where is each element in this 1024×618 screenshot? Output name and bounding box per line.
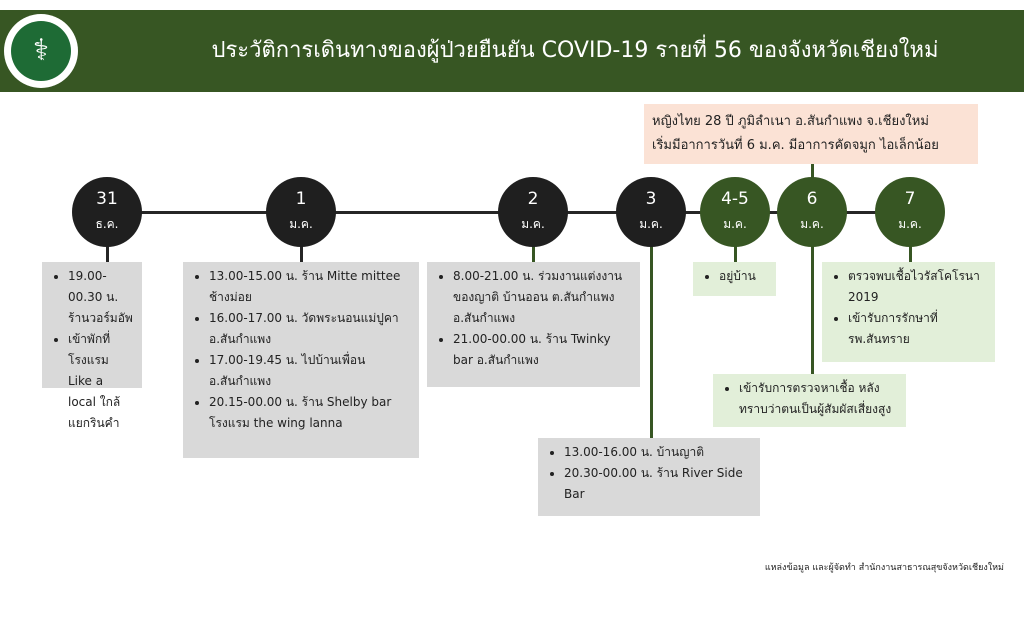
date-month: ม.ค. <box>639 217 663 231</box>
info-connector <box>811 164 814 179</box>
events-2-jan: 8.00-21.00 น. ร่วมงานแต่งงานของญาติ บ้าน… <box>427 262 640 387</box>
date-day: 1 <box>295 189 307 209</box>
event-item: 21.00-00.00 น. ร้าน Twinky bar อ.สันกำแพ… <box>453 329 632 371</box>
date-month: ม.ค. <box>723 217 747 231</box>
date-node-6-jan: 6 ม.ค. <box>777 177 847 247</box>
date-month: ม.ค. <box>289 217 313 231</box>
connector <box>734 245 737 263</box>
patient-info-box: หญิงไทย 28 ปี ภูมิลำเนา อ.สันกำแพง จ.เชี… <box>644 104 978 164</box>
date-month: ม.ค. <box>800 217 824 231</box>
event-item: 19.00-00.30 น. ร้านวอร์มอัพ <box>68 266 134 329</box>
connector <box>811 245 814 375</box>
event-item: 17.00-19.45 น. ไปบ้านเพื่อน อ.สันกำแพง <box>209 350 411 392</box>
event-item: เข้ารับการรักษาที่ รพ.สันทราย <box>848 308 987 350</box>
date-month: ม.ค. <box>898 217 922 231</box>
date-day: 7 <box>904 189 916 209</box>
event-item: ตรวจพบเชื้อไวรัสโคโรนา 2019 <box>848 266 987 308</box>
connector <box>650 245 653 439</box>
event-item: อยู่บ้าน <box>719 266 768 287</box>
date-month: ธ.ค. <box>95 217 119 231</box>
date-day: 3 <box>645 189 657 209</box>
page-title: ประวัติการเดินทางของผู้ป่วยยืนยัน COVID-… <box>211 38 939 63</box>
symptom-info-line: เริ่มมีอาการวันที่ 6 ม.ค. มีอาการคัดจมูก… <box>652 138 939 153</box>
event-item: เข้าพักที่โรงแรม Like a local ใกล้แยกริน… <box>68 329 134 434</box>
connector <box>532 245 535 263</box>
connector <box>300 245 303 263</box>
date-day: 2 <box>527 189 539 209</box>
connector <box>909 245 912 263</box>
date-month: ม.ค. <box>521 217 545 231</box>
date-node-7-jan: 7 ม.ค. <box>875 177 945 247</box>
source-credit: แหล่งข้อมูล และผู้จัดทำ สำนักงานสาธารณสุ… <box>764 563 1004 573</box>
events-3-jan: 13.00-16.00 น. บ้านญาติ 20.30-00.00 น. ร… <box>538 438 760 516</box>
connector <box>106 245 109 263</box>
date-day: 31 <box>96 189 118 209</box>
event-item: 20.30-00.00 น. ร้าน River Side Bar <box>564 463 752 505</box>
event-item: เข้ารับการตรวจหาเชื้อ หลังทราบว่าตนเป็นผ… <box>739 378 898 420</box>
patient-info-line: หญิงไทย 28 ปี ภูมิลำเนา อ.สันกำแพง จ.เชี… <box>652 114 929 129</box>
event-item: 20.15-00.00 น. ร้าน Shelby bar โรงแรม th… <box>209 392 411 434</box>
date-day: 6 <box>806 189 818 209</box>
event-item: 16.00-17.00 น. วัดพระนอนแม่ปูคา อ.สันกำแ… <box>209 308 411 350</box>
date-day: 4-5 <box>721 189 749 209</box>
event-item: 13.00-15.00 น. ร้าน Mitte mittee ช้างม่อ… <box>209 266 411 308</box>
event-item: 13.00-16.00 น. บ้านญาติ <box>564 442 752 463</box>
date-node-3-jan: 3 ม.ค. <box>616 177 686 247</box>
event-item: 8.00-21.00 น. ร่วมงานแต่งงานของญาติ บ้าน… <box>453 266 632 329</box>
events-6-jan: เข้ารับการตรวจหาเชื้อ หลังทราบว่าตนเป็นผ… <box>713 374 906 427</box>
date-node-31-dec: 31 ธ.ค. <box>72 177 142 247</box>
date-node-1-jan: 1 ม.ค. <box>266 177 336 247</box>
date-node-4-5-jan: 4-5 ม.ค. <box>700 177 770 247</box>
ministry-logo: ⚕ <box>4 14 78 88</box>
events-31-dec: 19.00-00.30 น. ร้านวอร์มอัพ เข้าพักที่โร… <box>42 262 142 430</box>
header-banner: ⚕ ประวัติการเดินทางของผู้ป่วยยืนยัน COVI… <box>0 10 1024 92</box>
events-7-jan: ตรวจพบเชื้อไวรัสโคโรนา 2019 เข้ารับการรั… <box>822 262 995 362</box>
events-4-5-jan: อยู่บ้าน <box>693 262 776 296</box>
caduceus-icon: ⚕ <box>11 21 71 81</box>
date-node-2-jan: 2 ม.ค. <box>498 177 568 247</box>
events-1-jan: 13.00-15.00 น. ร้าน Mitte mittee ช้างม่อ… <box>183 262 419 458</box>
